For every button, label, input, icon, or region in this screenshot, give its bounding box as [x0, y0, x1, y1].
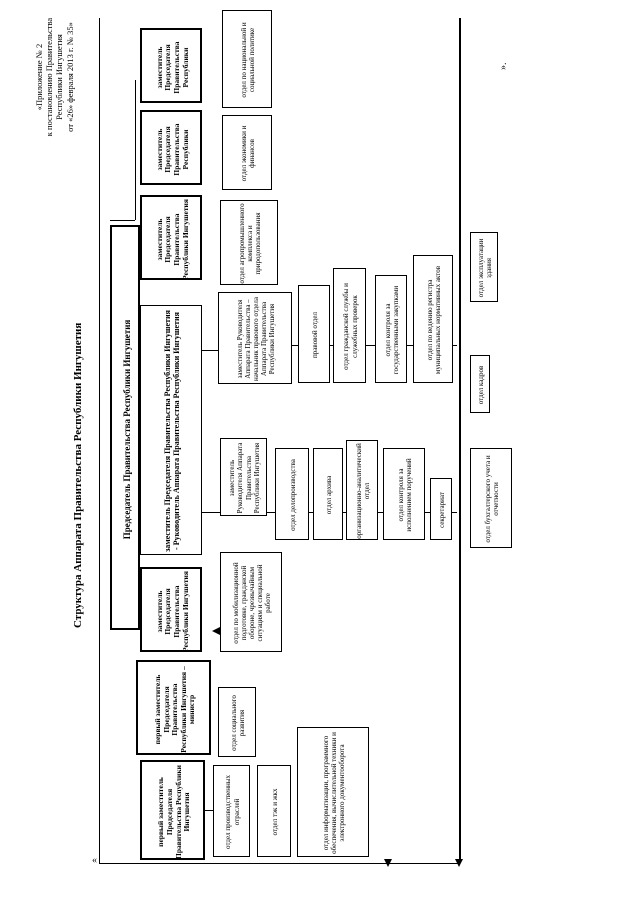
- deputy-box-6: заместитель Председателя Правительства Р…: [140, 28, 202, 103]
- deputy-label-2: первый заместитель Председателя Правител…: [152, 666, 197, 753]
- deputy-label-4: заместитель Председателя Правительства Р…: [154, 199, 190, 280]
- dept-accounting: отдел бухгалтерского учета и отчетности: [470, 448, 512, 548]
- head-of-apparatus-label: заместитель Председателя Правительства Р…: [162, 310, 181, 552]
- dept-inform: отдел информатизации, программного обесп…: [297, 727, 369, 857]
- dept-orgtech: организационно-аналитический отдел: [346, 440, 378, 540]
- header-line-2: к постановлению Правительства: [44, 17, 55, 137]
- deputy-label-5: заместитель Председателя Правительства Р…: [154, 123, 190, 176]
- dept-national: отдел по национальной и социальной полит…: [222, 10, 272, 108]
- deputy-label-1: первый заместитель Председателя Правител…: [156, 765, 192, 859]
- dept-archive: отдел архива: [313, 448, 343, 540]
- dept-lawctrl: отдел контроля за государственными закуп…: [375, 275, 407, 383]
- head-of-apparatus-box: заместитель Председателя Правительства Р…: [140, 305, 202, 555]
- deputy-box-2: первый заместитель Председателя Правител…: [136, 660, 211, 755]
- deputy-box-1: первый заместитель Председателя Правител…: [140, 760, 205, 860]
- deputy-head-1-box: заместитель Руководителя Аппарата Правит…: [220, 438, 267, 516]
- dept-tek: отдел тэк и жкх: [257, 765, 291, 857]
- dept-registry: отдел по ведению регистра муниципальных …: [413, 255, 453, 383]
- dept-secretariat: секретариат: [430, 478, 452, 540]
- open-quote: «: [92, 855, 97, 866]
- dept-mob: отдел по мобилизационной подготовке, гра…: [220, 552, 282, 652]
- chairman-box: Председатель Правительства Республики Ин…: [110, 225, 140, 630]
- header-line-3: Республики Ингушетия: [54, 34, 65, 120]
- deputy-box-5: заместитель Председателя Правительства Р…: [140, 110, 202, 185]
- deputy-label-6: заместитель Председателя Правительства Р…: [154, 41, 190, 94]
- dept-maintenance: отдел эксплуатации здания: [470, 232, 498, 302]
- dept-control: отдел контроля за исполнением поручений: [383, 448, 425, 540]
- appendix-header: «Приложение № 2 к постановлению Правител…: [34, 6, 75, 148]
- deputy-head-2-box: заместитель Руководителя Аппарата Правит…: [218, 292, 292, 384]
- deputy-label-3: заместитель Председателя Правительства Р…: [154, 571, 190, 652]
- close-quote: ».: [498, 62, 509, 71]
- chairman-label: Председатель Правительства Республики Ин…: [121, 319, 132, 540]
- dept-prod: отдел производственных отраслей: [213, 765, 250, 857]
- page-title: Структура Аппарата Правительства Республ…: [72, 322, 84, 628]
- header-line-1: «Приложение № 2: [34, 43, 44, 111]
- dept-social: отдел социального развития: [218, 687, 256, 757]
- dept-hr: отдел кадров: [470, 355, 490, 413]
- dept-legal: правовой отдел: [298, 285, 330, 383]
- header-line-4: от «26» февраля 2013 г. № 35»: [64, 22, 75, 132]
- deputy-box-4: заместитель Председателя Правительства Р…: [140, 195, 202, 280]
- dept-econ: отдел экономики и финансов: [222, 115, 272, 190]
- dept-civil: отдел гражданской службы и служебных про…: [333, 268, 366, 383]
- dept-docs: отдел делопроизводства: [275, 448, 309, 540]
- deputy-box-3: заместитель Председателя Правительства Р…: [140, 567, 202, 652]
- dept-agro: отдел агропромышленного комплекса и прир…: [220, 200, 278, 285]
